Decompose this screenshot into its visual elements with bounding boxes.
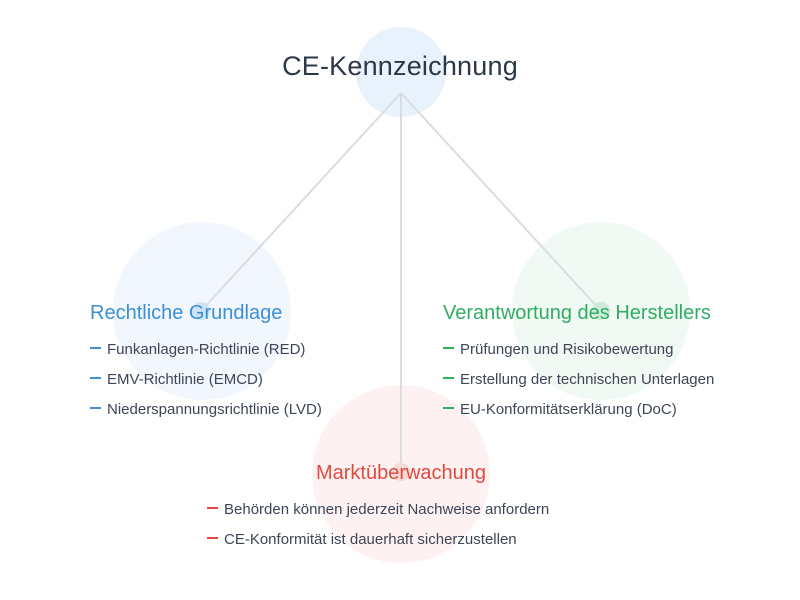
dash-icon xyxy=(443,407,454,410)
list-item: CE-Konformität ist dauerhaft sicherzuste… xyxy=(207,525,595,555)
branch-items: Behörden können jederzeit Nachweise anfo… xyxy=(207,495,595,555)
dash-icon xyxy=(90,407,101,410)
branch-legal-basis: Rechtliche Grundlage Funkanlagen-Richtli… xyxy=(90,302,322,425)
root-node-title: CE-Kennzeichnung xyxy=(282,51,518,81)
dash-icon xyxy=(443,377,454,380)
branch-items: Prüfungen und Risikobewertung Erstellung… xyxy=(443,335,714,425)
dash-icon xyxy=(90,347,101,350)
list-item: Prüfungen und Risikobewertung xyxy=(443,335,714,365)
branch-title: Marktüberwachung xyxy=(315,462,487,484)
branch-items: Funkanlagen-Richtlinie (RED) EMV-Richtli… xyxy=(90,335,322,425)
branch-market-surveillance: Marktüberwachung Behörden können jederze… xyxy=(207,462,595,555)
dash-icon xyxy=(207,537,218,540)
dash-icon xyxy=(207,507,218,510)
market-node-dot xyxy=(392,463,410,481)
dash-icon xyxy=(90,377,101,380)
branch-title: Verantwortung des Herstellers xyxy=(443,302,711,324)
list-item: Erstellung der technischen Unterlagen xyxy=(443,365,714,395)
list-item: Niederspannungsrichtlinie (LVD) xyxy=(90,395,322,425)
legal-node-dot xyxy=(192,302,210,320)
dash-icon xyxy=(443,347,454,350)
list-item: Behörden können jederzeit Nachweise anfo… xyxy=(207,495,595,525)
list-item: Funkanlagen-Richtlinie (RED) xyxy=(90,335,322,365)
branch-title: Rechtliche Grundlage xyxy=(90,302,283,324)
list-item: EMV-Richtlinie (EMCD) xyxy=(90,365,322,395)
branch-manufacturer-responsibility: Verantwortung des Herstellers Prüfungen … xyxy=(443,302,714,425)
list-item: EU-Konformitätserklärung (DoC) xyxy=(443,395,714,425)
manufacturer-node-dot xyxy=(592,302,610,320)
